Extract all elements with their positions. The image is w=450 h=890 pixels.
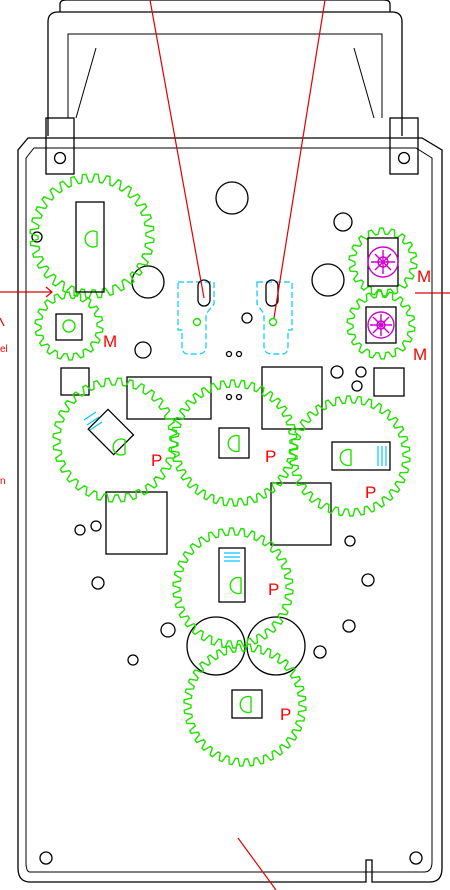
gear-1-teeth [29, 173, 155, 299]
mounting-holes [31, 151, 423, 865]
carrying-handle [45, 0, 419, 175]
gear-2-teeth [34, 291, 104, 361]
side-label-mark [0, 317, 5, 327]
gear-6: P [289, 395, 411, 517]
base-plate-inner-edge [25, 147, 433, 873]
gear-4-label: P [151, 451, 162, 470]
gear-3-label: M [413, 345, 427, 364]
switch-brackets [177, 279, 293, 355]
gear-4-teeth [52, 377, 178, 503]
gear-2: M [34, 291, 117, 361]
gear-4: P [52, 377, 178, 503]
gear-5: P [170, 379, 298, 507]
gear-3-teeth [346, 290, 416, 360]
gear-6-teeth [289, 395, 411, 517]
gear-8: P [183, 643, 307, 767]
gear-1-label: M [417, 267, 431, 286]
gear-1 [29, 173, 155, 299]
gear-1b: M [348, 227, 431, 297]
gear-3: M [346, 290, 427, 364]
gear-7-teeth [172, 527, 294, 649]
base-plate [17, 137, 443, 883]
gear-2-label: M [103, 332, 117, 351]
gear-7: P [172, 527, 294, 649]
gear-8-teeth [183, 643, 307, 767]
gear-6-label: P [365, 483, 376, 502]
cutouts [60, 366, 405, 555]
side-label-1: el [0, 344, 8, 355]
gear-8-label: P [280, 705, 291, 724]
gear-5-teeth [170, 379, 298, 507]
side-label-2: n [0, 476, 6, 487]
gear-5-label: P [265, 447, 276, 466]
gear-7-label: P [268, 580, 279, 599]
